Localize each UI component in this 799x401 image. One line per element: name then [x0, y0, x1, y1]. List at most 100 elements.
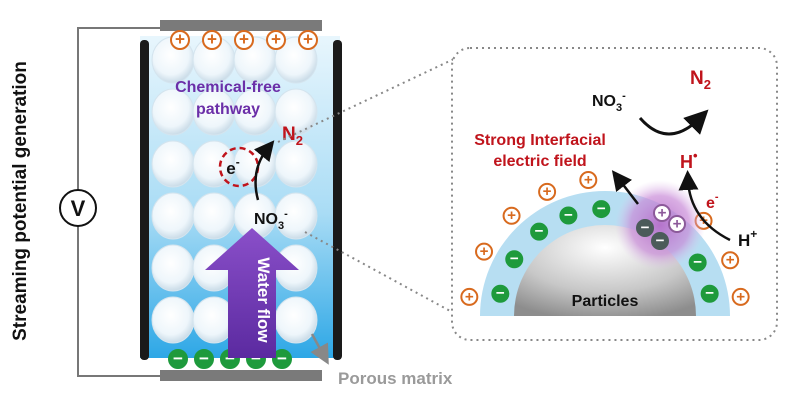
svg-text:+: +: [726, 252, 735, 269]
positive-charge: +: [298, 30, 318, 50]
zoom-n2-subscript: 2: [704, 77, 711, 92]
surface-positive-charge: +: [502, 206, 521, 225]
porous-bead: [192, 192, 236, 240]
svg-text:−: −: [173, 349, 183, 368]
porous-bead: [151, 140, 195, 188]
water-flow-arrow: Water flow: [205, 228, 299, 358]
porous-bead: [274, 296, 318, 344]
surface-negative-charge: −: [592, 200, 611, 219]
svg-text:−: −: [277, 349, 287, 368]
surface-positive-charge: +: [538, 182, 557, 201]
svg-text:−: −: [535, 223, 544, 240]
column-n2-symbol: N: [282, 124, 296, 145]
pathway-label-line1: Chemical-free: [175, 79, 281, 96]
left-wall: [140, 40, 149, 360]
svg-text:+: +: [658, 204, 667, 221]
svg-text:+: +: [465, 288, 474, 305]
positive-charge: +: [234, 30, 254, 50]
svg-text:−: −: [597, 200, 606, 217]
positive-charge: +: [202, 30, 222, 50]
h-radical-symbol: H: [680, 152, 693, 172]
column-nitrate-subscript: 3: [278, 220, 284, 232]
positive-charge: +: [266, 30, 286, 50]
zoom-electron-label: e-: [706, 191, 719, 212]
h-plus-charge: +: [750, 227, 757, 241]
porous-matrix-label: Porous matrix: [338, 369, 453, 388]
svg-text:−: −: [225, 349, 235, 368]
surface-positive-charge: +: [579, 171, 598, 190]
surface-positive-charge: +: [721, 251, 740, 270]
svg-text:−: −: [705, 285, 714, 302]
svg-text:+: +: [673, 215, 682, 232]
zoom-n2-symbol: N: [690, 68, 704, 89]
svg-text:+: +: [175, 30, 185, 49]
zoom-lines: [277, 57, 457, 313]
column-n2-subscript: 2: [296, 133, 303, 148]
field-label-line1: Strong Interfacial: [474, 132, 606, 149]
h-plus-label: H+: [738, 227, 757, 250]
glow-negative-charge: −: [651, 232, 669, 250]
glow-negative-charge: −: [636, 219, 654, 237]
right-wall: [333, 40, 342, 360]
porous-bead: [274, 140, 318, 188]
surface-positive-charge: +: [460, 287, 479, 306]
surface-negative-charge: −: [700, 284, 719, 303]
porous-bead: [151, 192, 195, 240]
svg-text:+: +: [207, 30, 217, 49]
top-positive-charges: + + + + +: [170, 30, 318, 50]
bottom-electrode: [160, 370, 322, 381]
h-radical-dot: •: [693, 148, 698, 163]
svg-text:−: −: [251, 349, 261, 368]
voltmeter-label: V: [71, 196, 86, 221]
electron-charge: -: [236, 155, 240, 169]
porous-pointer: [310, 333, 329, 365]
negative-charge: −: [194, 349, 214, 369]
surface-negative-charge: −: [491, 284, 510, 303]
positive-charge: +: [170, 30, 190, 50]
h-plus-symbol: H: [738, 231, 750, 250]
svg-text:−: −: [496, 285, 505, 302]
top-electrode: [160, 20, 322, 31]
svg-text:−: −: [510, 251, 519, 268]
zoom-reaction-arrow: [638, 109, 709, 136]
surface-negative-charge: −: [559, 206, 578, 225]
svg-text:+: +: [303, 30, 313, 49]
water-flow-label: Water flow: [254, 257, 273, 343]
surface-positive-charge: +: [731, 287, 750, 306]
electron-label: e-: [226, 155, 239, 178]
surface-positive-charge: +: [475, 242, 494, 261]
zoom-electron-symbol: e: [706, 195, 715, 212]
proton-arrow: [678, 170, 731, 242]
porous-bead: [151, 244, 195, 292]
voltmeter: V: [59, 189, 97, 227]
zoom-n2-label: N2: [690, 68, 711, 92]
svg-text:+: +: [736, 288, 745, 305]
svg-text:−: −: [641, 219, 650, 236]
field-arrow: [611, 170, 639, 205]
particles-label: Particles: [572, 293, 639, 310]
svg-text:+: +: [239, 30, 249, 49]
pathway-label-line2: pathway: [196, 101, 260, 118]
zoom-nitrate-symbol: NO: [592, 93, 616, 110]
glow-positive-charge: +: [653, 204, 671, 222]
column-nitrate-charge: -: [284, 208, 288, 220]
circuit-wire: [77, 27, 160, 377]
porous-bead: [274, 88, 318, 136]
column-n2-label: N2: [282, 124, 303, 148]
surface-negative-charge: −: [505, 250, 524, 269]
zoom-nitrate-label: NO3-: [592, 90, 626, 114]
svg-text:+: +: [584, 171, 593, 188]
svg-text:+: +: [480, 243, 489, 260]
svg-text:+: +: [507, 207, 516, 224]
h-radical-label: H•: [680, 148, 698, 172]
glow-positive-charge: +: [668, 215, 686, 233]
negative-charge: −: [272, 349, 292, 369]
surface-negative-charge: −: [530, 222, 549, 241]
porous-bead: [274, 192, 318, 240]
svg-text:−: −: [693, 254, 702, 271]
porous-bead: [151, 296, 195, 344]
svg-text:+: +: [271, 30, 281, 49]
zoom-electron-charge: -: [715, 191, 719, 203]
zoom-nitrate-subscript: 3: [616, 102, 622, 114]
